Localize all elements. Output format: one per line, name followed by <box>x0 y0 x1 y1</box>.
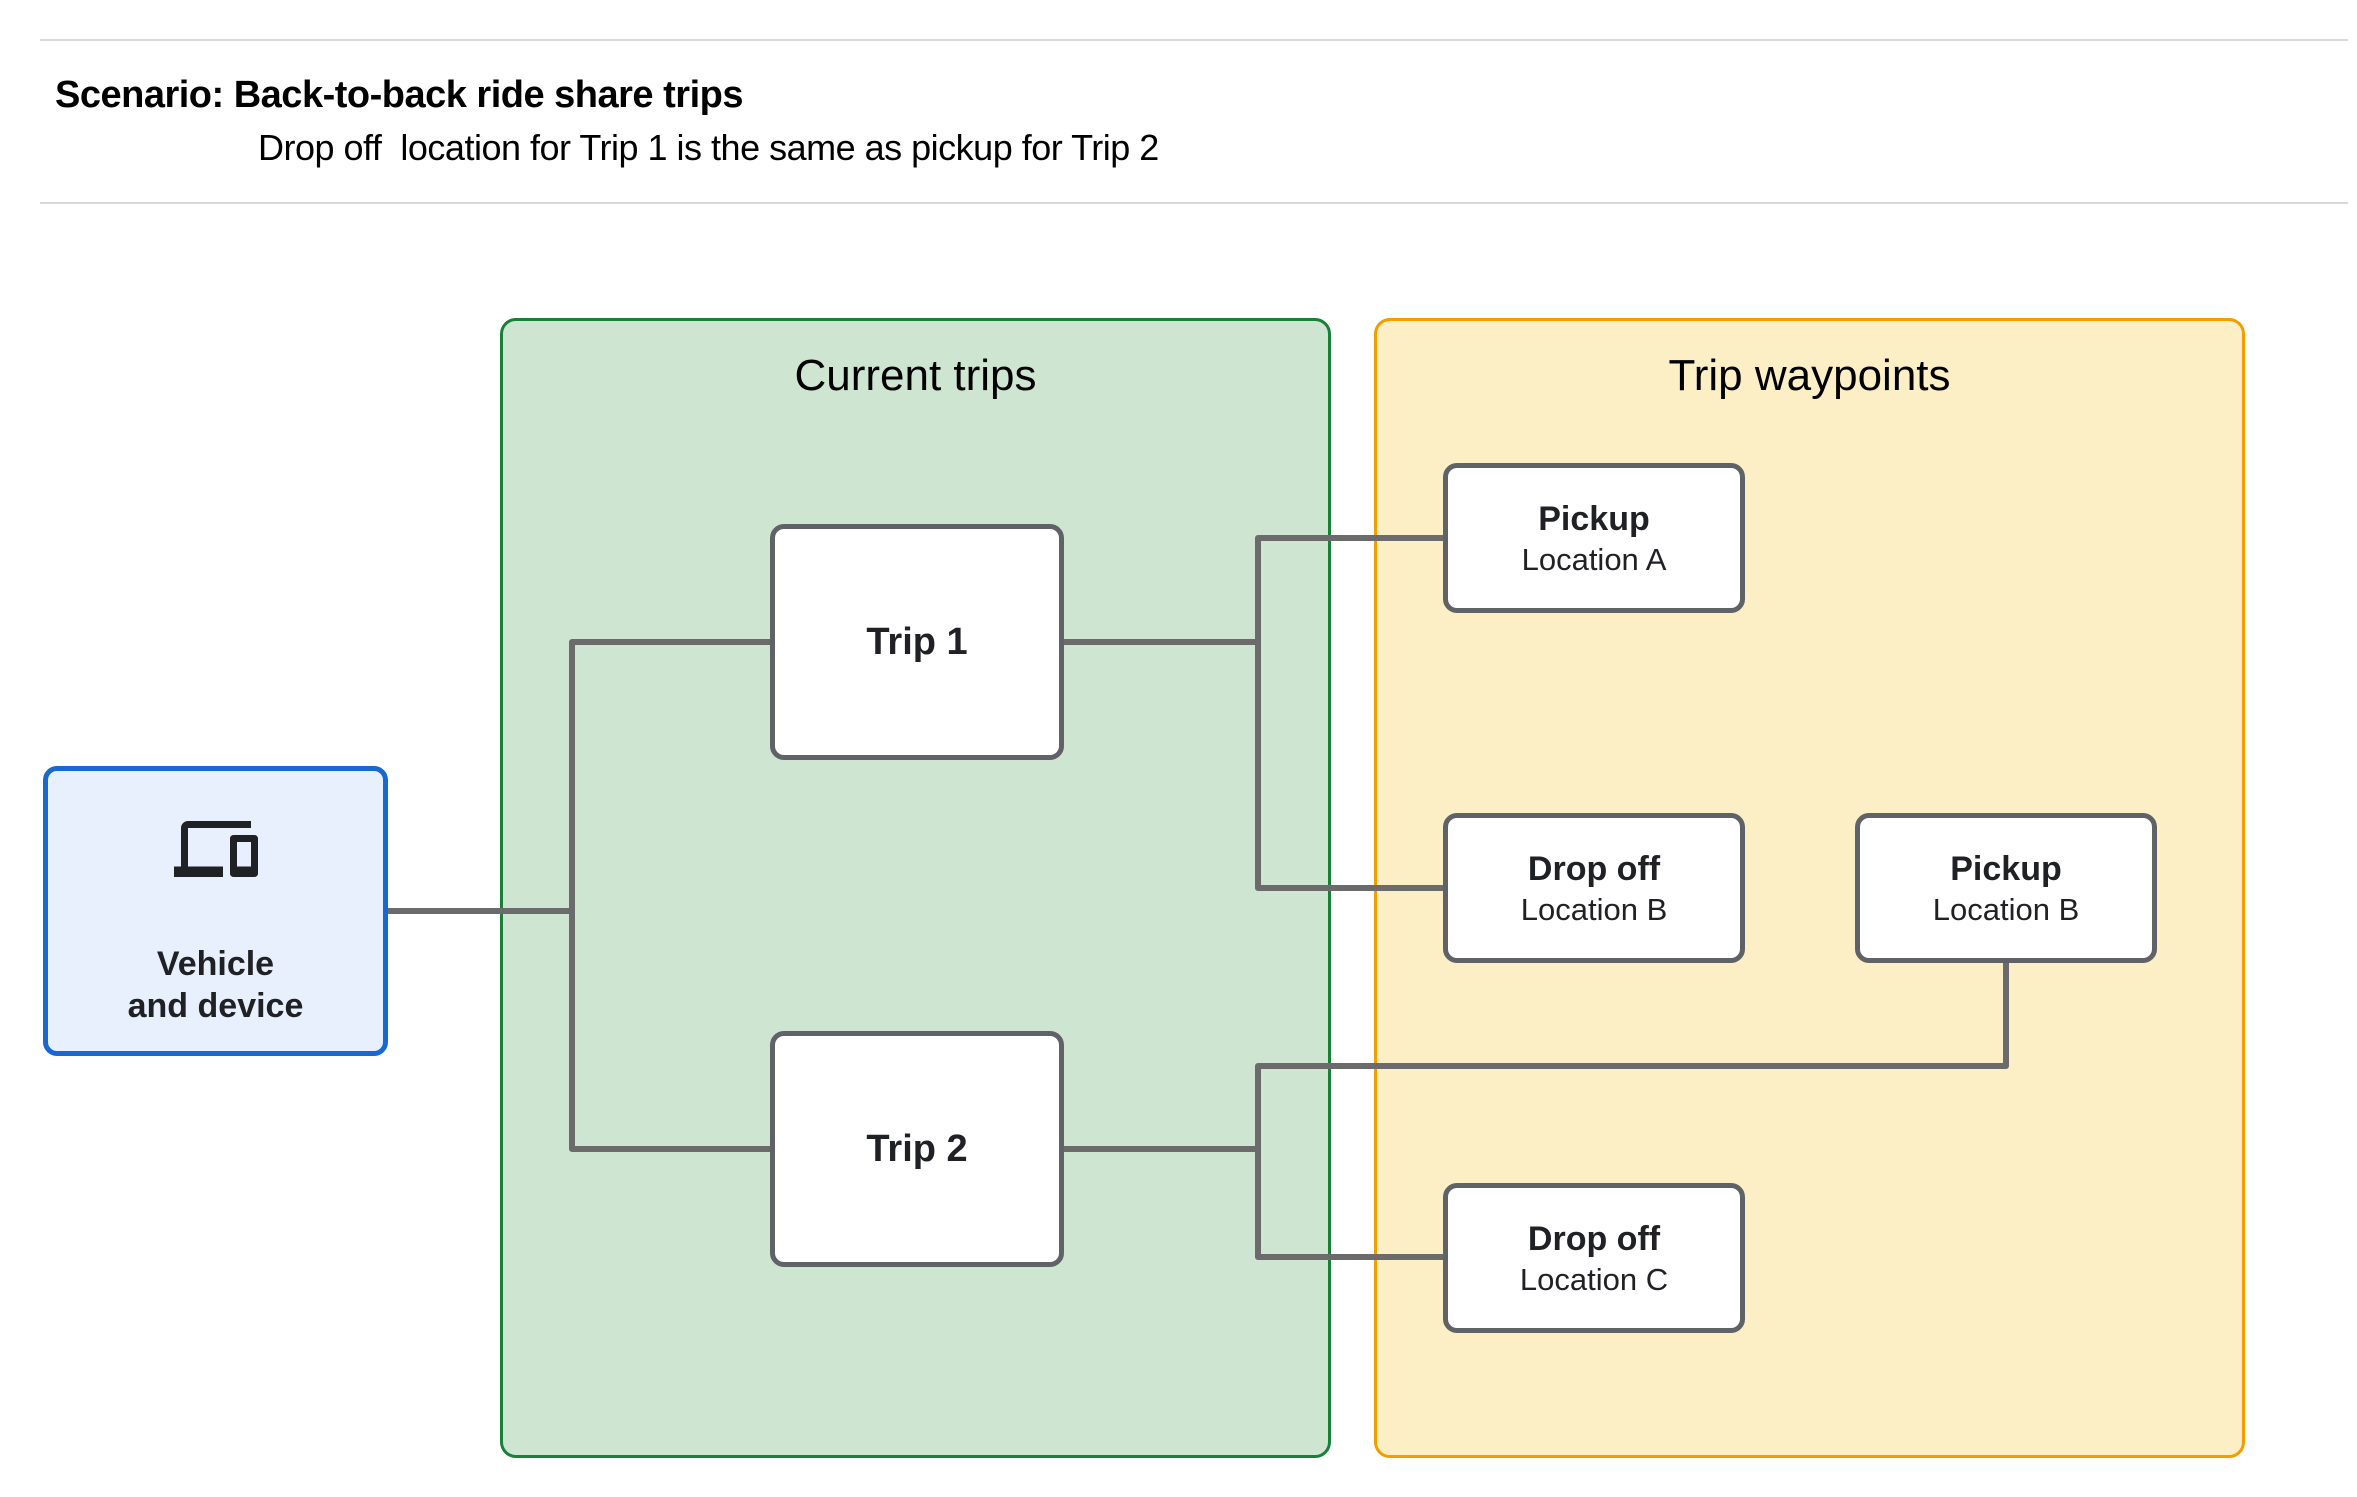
trip-1-node: Trip 1 <box>770 524 1064 760</box>
vehicle-label-line2: and device <box>127 987 304 1025</box>
waypoint-subtitle: Location B <box>1932 892 2080 927</box>
current-trips-group-title: Current trips <box>794 351 1037 400</box>
waypoint-subtitle: Location C <box>1519 1262 1669 1297</box>
waypoint-subtitle: Location A <box>1521 542 1667 577</box>
waypoint-title: Pickup <box>1538 500 1650 538</box>
trip-2-label: Trip 2 <box>866 1127 968 1170</box>
devices-icon <box>173 821 258 877</box>
vehicle-label-line1: Vehicle <box>156 945 275 983</box>
current-trips-group: Current trips <box>500 318 1331 1458</box>
waypoint-pickup-location-b: Pickup Location B <box>1855 813 2157 963</box>
connector-split-to-trips <box>569 639 774 1152</box>
connector-pickupB-to-dropoffC <box>1255 959 2009 1260</box>
waypoint-dropoff-location-b: Drop off Location B <box>1443 813 1745 963</box>
waypoint-title: Pickup <box>1950 850 2062 888</box>
waypoint-title: Drop off <box>1527 1220 1661 1258</box>
scenario-subtitle: Drop off location for Trip 1 is the same… <box>258 127 1159 168</box>
vehicle-node: Vehicle and device <box>43 766 388 1056</box>
vehicle-label: Vehicle and device <box>128 943 304 1027</box>
header-divider-top <box>40 39 2348 41</box>
waypoint-pickup-location-a: Pickup Location A <box>1443 463 1745 613</box>
header-divider-bottom <box>40 202 2348 204</box>
waypoint-subtitle: Location B <box>1520 892 1668 927</box>
waypoint-dropoff-location-c: Drop off Location C <box>1443 1183 1745 1333</box>
connector-trip1-waypoint-split <box>1255 535 1447 891</box>
trip-waypoints-group-title: Trip waypoints <box>1668 351 1951 400</box>
waypoint-title: Drop off <box>1527 850 1661 888</box>
trip-2-node: Trip 2 <box>770 1031 1064 1267</box>
trip-1-label: Trip 1 <box>866 620 968 663</box>
scenario-title: Scenario: Back-to-back ride share trips <box>55 74 743 116</box>
